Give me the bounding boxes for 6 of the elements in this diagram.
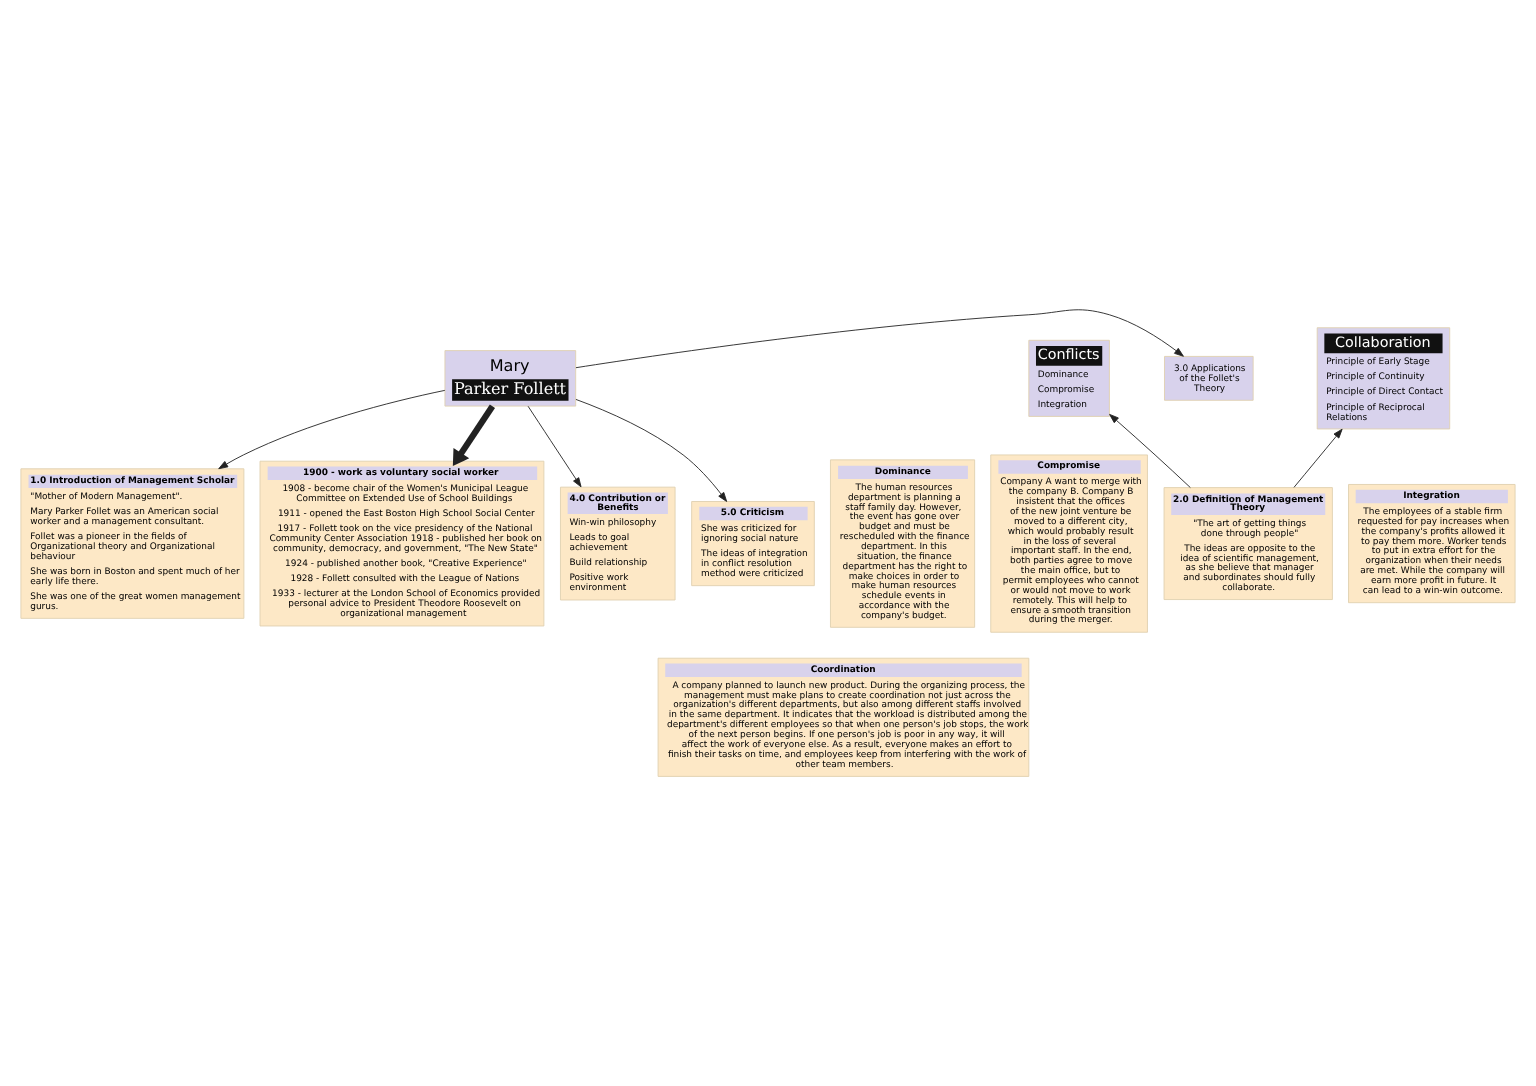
arrow [218, 389, 446, 470]
arrow [1109, 413, 1191, 489]
arrow [575, 398, 728, 502]
arrow [1293, 428, 1343, 488]
arrow [527, 405, 582, 488]
arrow [452, 404, 496, 466]
